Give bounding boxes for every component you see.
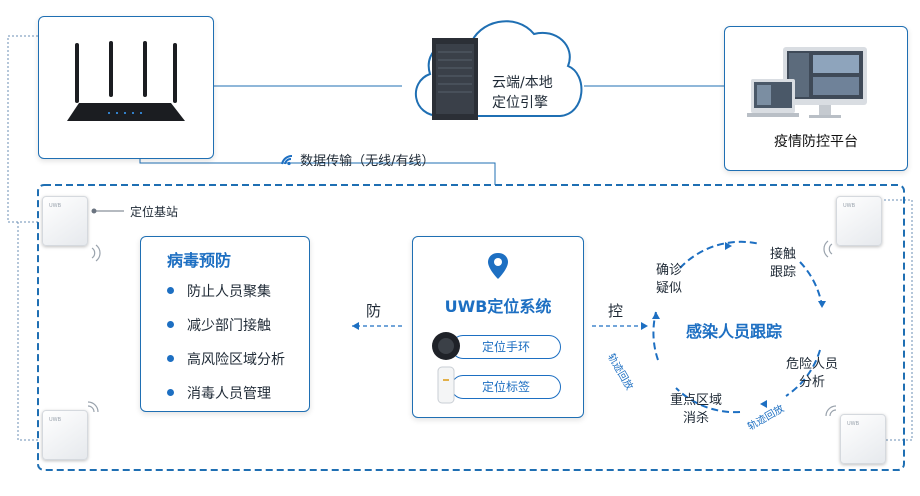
prevention-title: 病毒预防 bbox=[167, 251, 232, 270]
cloud-shape bbox=[414, 20, 583, 120]
base-station-bottom-left: UWB bbox=[42, 410, 88, 460]
prevention-card: 病毒预防 防止人员聚集 减少部门接触 高风险区域分析 消毒人员管理 bbox=[140, 236, 310, 412]
map-pin-icon bbox=[488, 253, 508, 279]
base-station-top-right: UWB bbox=[836, 196, 882, 246]
monitor-image bbox=[747, 47, 867, 118]
data-transfer-row: 数据传输（无线/有线） bbox=[280, 150, 435, 169]
router-card bbox=[38, 16, 214, 159]
platform-label: 疫情防控平台 bbox=[774, 134, 858, 150]
arrow-label-control: 控 bbox=[608, 302, 624, 320]
prevention-item: 高风险区域分析 bbox=[167, 349, 285, 369]
tracking-node: 重点区域 消杀 bbox=[670, 393, 723, 426]
cloud-label-line1: 云端/本地 bbox=[492, 75, 553, 91]
router-image bbox=[67, 41, 185, 121]
base-station-bottom-right: UWB bbox=[840, 414, 886, 464]
uwb-title: UWB定位系统 bbox=[444, 297, 552, 316]
tag-image bbox=[437, 366, 455, 404]
prevention-item: 消毒人员管理 bbox=[167, 383, 271, 403]
base-station-label: 定位基站 bbox=[130, 205, 179, 219]
bracelet-image bbox=[432, 332, 460, 360]
wifi-icon bbox=[281, 154, 293, 166]
base-station-top-left: UWB bbox=[42, 196, 88, 246]
uwb-tag-pill: 定位标签 bbox=[451, 375, 561, 399]
tracking-node: 危险人员 分析 bbox=[786, 357, 839, 390]
platform-card: 疫情防控平台 bbox=[724, 26, 908, 171]
uwb-card: UWB定位系统 定位手环 定位标签 bbox=[412, 236, 584, 418]
tracking-node: 确诊 疑似 bbox=[656, 263, 683, 296]
arrow-label-prevent: 防 bbox=[366, 302, 382, 320]
prevention-item: 减少部门接触 bbox=[167, 315, 271, 335]
cloud-label-line2: 定位引擎 bbox=[492, 95, 548, 111]
data-transfer-label: 数据传输（无线/有线） bbox=[300, 154, 435, 169]
tracking-node: 接触 跟踪 bbox=[770, 247, 797, 280]
tracking-title: 感染人员跟踪 bbox=[686, 322, 783, 341]
prevention-item: 防止人员聚集 bbox=[167, 281, 271, 301]
